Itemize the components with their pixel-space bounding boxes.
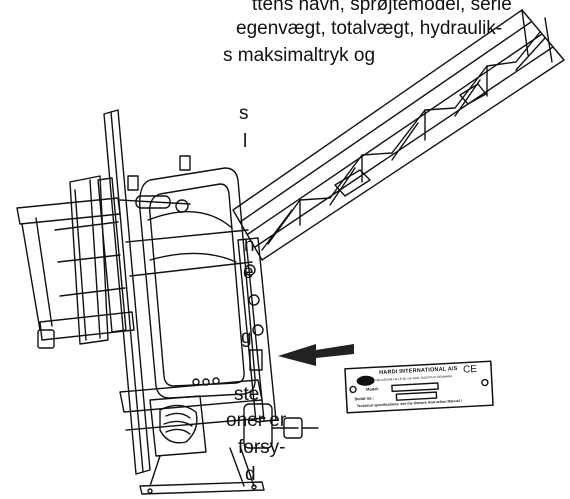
text-fragment-3: n (244, 235, 255, 256)
name-plate-text: HARDI INTERNATIONAL A/S HELGESHØJ ALLÉ 3… (345, 361, 493, 413)
text-line-3: s maksimaltryk og (223, 45, 376, 66)
left-frame (16, 175, 191, 349)
mast (97, 109, 151, 475)
plate-model-label: Model: (365, 386, 380, 392)
text-fragment-1: s (239, 103, 249, 124)
text-fragment-4: e (243, 262, 254, 283)
text-line-2: egenvægt, totalvægt, hydraulik- (236, 18, 503, 39)
text-line-1: ttens navn, sprøjtemodel, serie (252, 0, 512, 15)
name-plate (344, 360, 494, 414)
plate-ce-mark: CE (462, 363, 478, 376)
right-linkage (237, 237, 277, 423)
boom-arm (232, 9, 565, 261)
plate-serial-label: Serial no.: (354, 395, 374, 402)
text-fragment-5: g (241, 327, 252, 348)
lower-frame (119, 379, 319, 495)
pointer-arrow (278, 344, 354, 366)
tank-frame (125, 155, 256, 399)
text-fragment-2: l (243, 131, 248, 152)
